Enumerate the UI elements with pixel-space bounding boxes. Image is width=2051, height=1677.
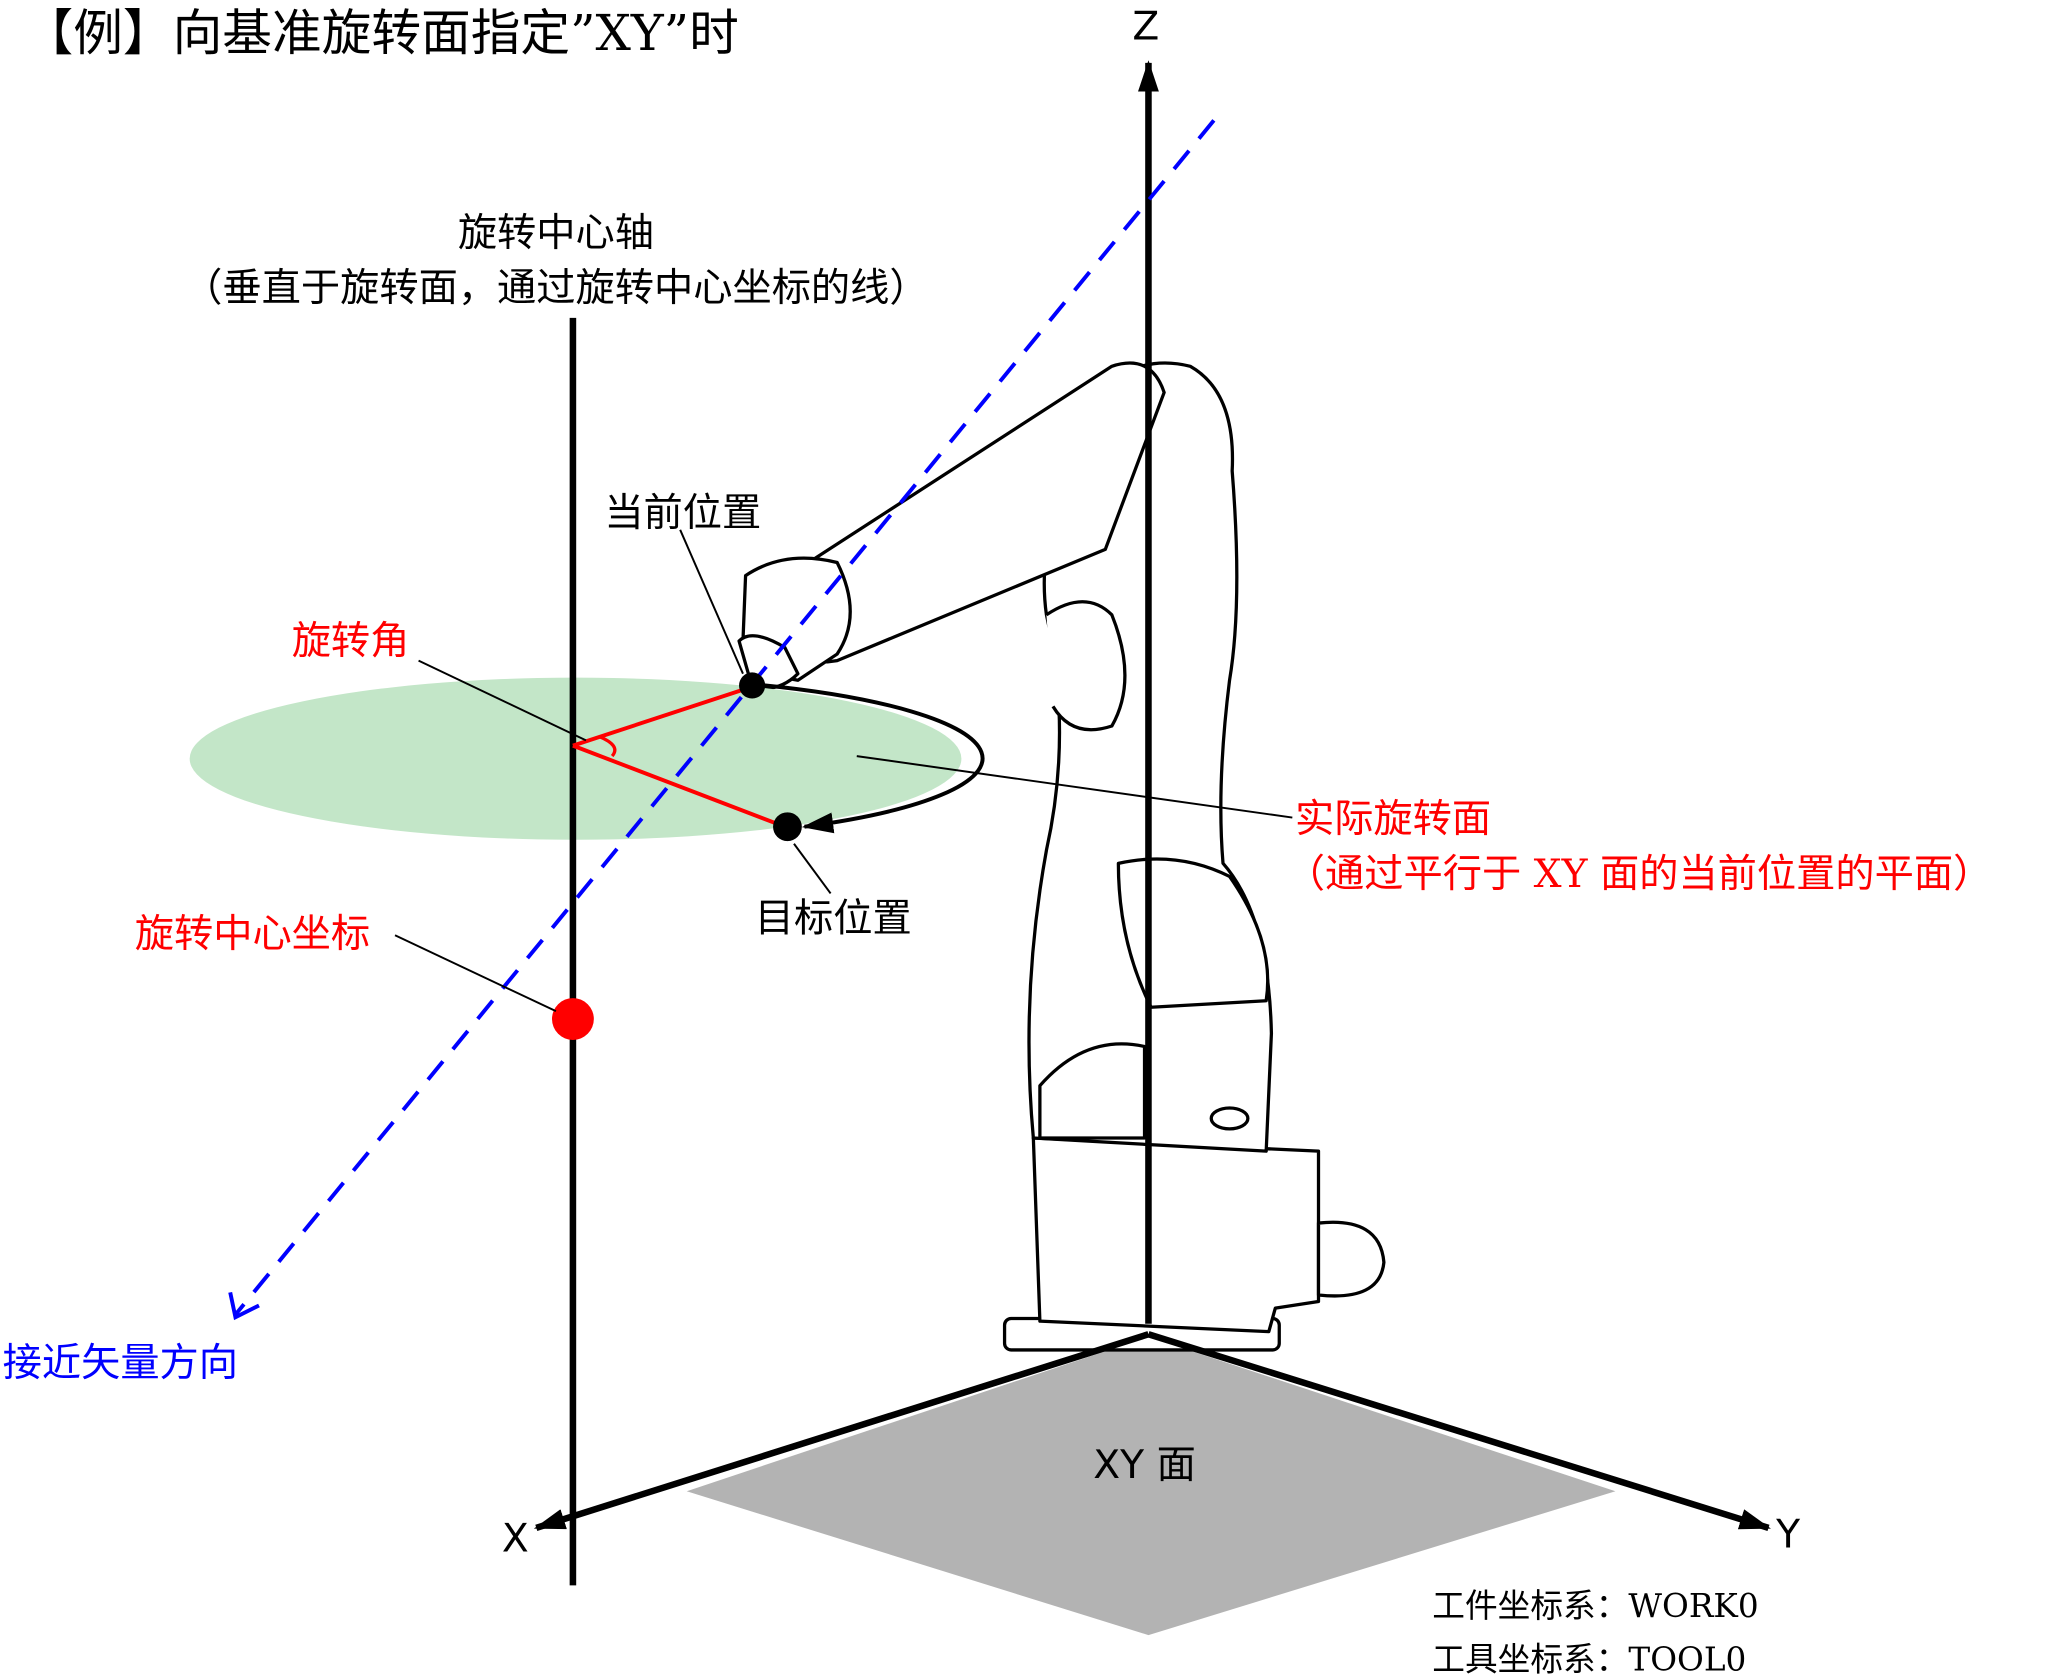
x-axis-label: X <box>502 1516 529 1561</box>
approach-vector-arrowhead <box>228 1291 260 1321</box>
rotation-center-point <box>551 998 594 1040</box>
tool-coordinate-system: 工具坐标系：TOOL0 <box>1432 1640 1746 1677</box>
approach-vector-label: 接近矢量方向 <box>3 1341 238 1386</box>
current-position-point <box>739 672 766 699</box>
rotation-axis-description: （垂直于旋转面，通过旋转中心坐标的线） <box>183 266 928 311</box>
z-axis-label: Z <box>1132 4 1159 49</box>
leader-current-position <box>679 529 744 675</box>
xy-plane <box>686 1336 1616 1636</box>
xy-plane-label: XY 面 <box>1093 1443 1196 1488</box>
rotation-center-label: 旋转中心坐标 <box>135 912 370 957</box>
y-axis <box>1147 1331 1771 1531</box>
actual-plane-label: 实际旋转面 <box>1295 797 1491 842</box>
leader-rotation-angle <box>418 659 587 742</box>
leader-actual-plane <box>856 755 1293 819</box>
robot-arm <box>737 361 1386 1352</box>
actual-plane-description: （通过平行于 XY 面的当前位置的平面） <box>1286 852 1993 897</box>
target-position-point <box>773 812 802 842</box>
rotation-arc <box>751 682 985 834</box>
current-position-label: 当前位置 <box>604 491 761 536</box>
angle-ray-current <box>572 684 753 748</box>
target-position-label: 目标位置 <box>755 896 912 941</box>
page-title: 【例】向基准旋转面指定”XY”时 <box>24 4 739 62</box>
leader-target-position <box>793 843 832 895</box>
y-axis-label: Y <box>1775 1512 1801 1557</box>
angle-ray-target <box>572 743 786 829</box>
work-coordinate-system: 工件坐标系：WORK0 <box>1432 1587 1758 1625</box>
leader-rotation-center <box>394 934 557 1013</box>
approach-vector <box>233 119 1216 1316</box>
right-angle-marker <box>598 734 617 758</box>
x-axis <box>533 1331 1150 1531</box>
rotation-angle-label: 旋转角 <box>292 619 410 664</box>
rotation-axis-label: 旋转中心轴 <box>458 211 654 256</box>
